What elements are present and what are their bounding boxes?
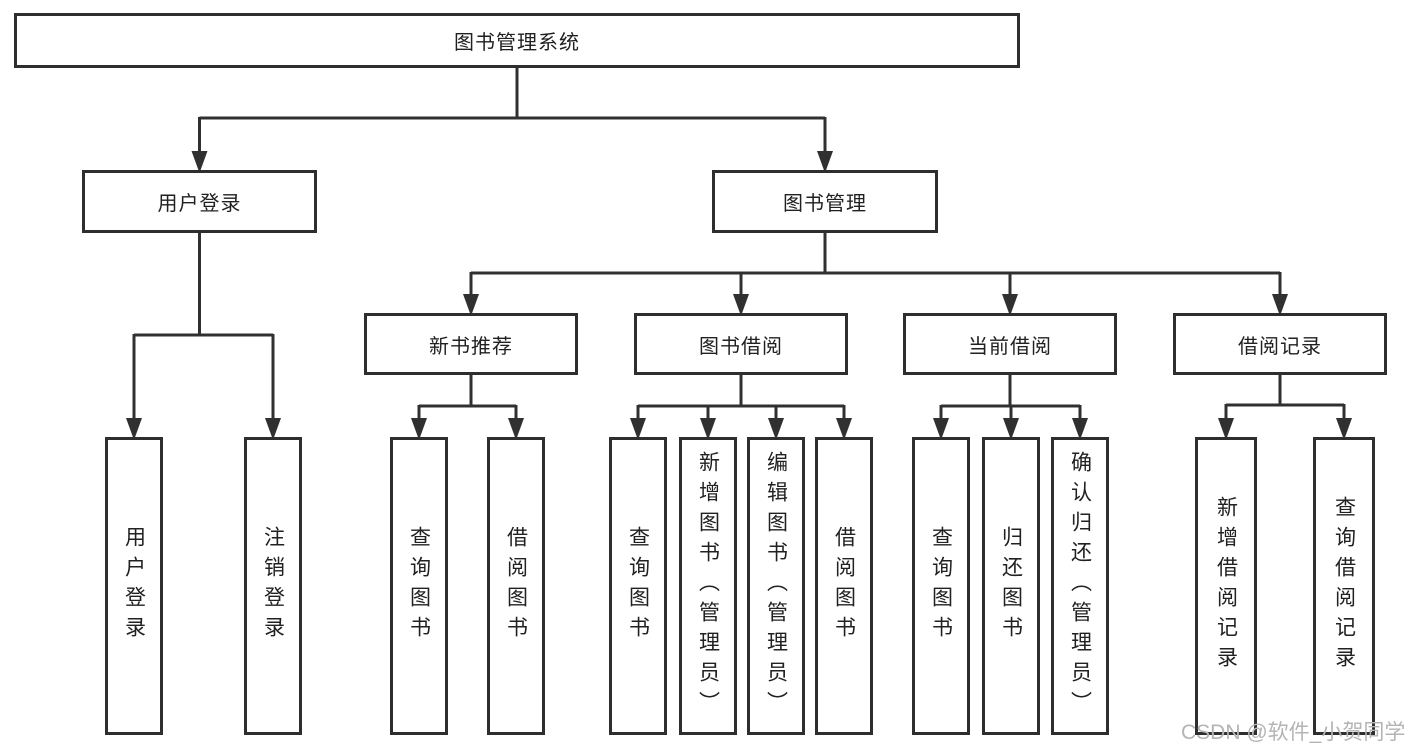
arrowhead-icon	[733, 294, 749, 316]
diagram-node-book-mgmt: 图书管理	[712, 170, 938, 233]
node-label-book-borrow: 图书借阅	[699, 335, 783, 358]
node-label-leaf-bb-borrow: 借阅图书	[832, 526, 856, 646]
arrowhead-icon	[933, 418, 949, 440]
arrowhead-icon	[411, 418, 427, 440]
arrowhead-icon	[700, 418, 716, 440]
arrowhead-icon	[1072, 418, 1088, 440]
diagram-node-leaf-br-query: 查询借阅记录	[1313, 437, 1375, 735]
diagram-node-leaf-cb-return: 归还图书	[982, 437, 1040, 735]
diagram-node-borrow-record: 借阅记录	[1173, 313, 1387, 375]
arrowhead-icon	[265, 418, 281, 440]
node-label-user-login: 用户登录	[157, 193, 242, 215]
diagram-node-leaf-nbr-query: 查询图书	[390, 437, 448, 735]
arrowhead-icon	[836, 418, 852, 440]
diagram-node-new-book-rec: 新书推荐	[364, 313, 578, 375]
node-label-book-mgmt: 图书管理	[783, 193, 867, 215]
arrowhead-icon	[463, 294, 479, 316]
arrowhead-icon	[1218, 418, 1234, 440]
node-label-leaf-br-add: 新增借阅记录	[1214, 496, 1238, 676]
node-label-new-book-rec: 新书推荐	[429, 335, 513, 358]
arrowhead-icon	[817, 151, 833, 173]
node-label-root: 图书管理系统	[454, 32, 580, 54]
node-label-leaf-logout: 注销登录	[261, 526, 285, 646]
node-label-leaf-bb-add: 新增图书（管理员）	[696, 451, 720, 721]
diagram-node-leaf-bb-add: 新增图书（管理员）	[679, 437, 737, 735]
node-label-leaf-bb-query: 查询图书	[626, 526, 650, 646]
node-label-leaf-cb-return: 归还图书	[999, 526, 1023, 646]
diagram-node-leaf-cb-query: 查询图书	[912, 437, 970, 735]
diagram-node-leaf-user-login: 用户登录	[105, 437, 163, 735]
diagram-node-root: 图书管理系统	[14, 13, 1020, 68]
diagram-node-book-borrow: 图书借阅	[634, 313, 848, 375]
node-label-leaf-cb-confirm: 确认归还（管理员）	[1068, 451, 1092, 721]
node-label-leaf-user-login: 用户登录	[122, 526, 146, 646]
diagram-node-current-borrow: 当前借阅	[903, 313, 1117, 375]
diagram-node-leaf-logout: 注销登录	[244, 437, 302, 735]
arrowhead-icon	[508, 418, 524, 440]
diagram-node-leaf-br-add: 新增借阅记录	[1195, 437, 1257, 735]
watermark: CSDN @软件_小贺同学	[1181, 721, 1405, 744]
diagram-node-leaf-cb-confirm: 确认归还（管理员）	[1051, 437, 1109, 735]
arrowhead-icon	[126, 418, 142, 440]
arrowhead-icon	[630, 418, 646, 440]
node-label-leaf-bb-edit: 编辑图书（管理员）	[764, 451, 788, 721]
diagram-node-user-login: 用户登录	[82, 170, 317, 233]
arrowhead-icon	[1002, 294, 1018, 316]
diagram-node-leaf-nbr-borrow: 借阅图书	[487, 437, 545, 735]
arrowhead-icon	[191, 151, 208, 173]
node-label-current-borrow: 当前借阅	[968, 335, 1052, 358]
arrowhead-icon	[768, 418, 784, 440]
diagram-node-leaf-bb-edit: 编辑图书（管理员）	[747, 437, 805, 735]
node-label-leaf-br-query: 查询借阅记录	[1332, 496, 1356, 676]
node-label-leaf-nbr-borrow: 借阅图书	[504, 526, 528, 646]
arrowhead-icon	[1272, 294, 1288, 316]
diagram-node-leaf-bb-borrow: 借阅图书	[815, 437, 873, 735]
arrowhead-icon	[1336, 418, 1352, 440]
node-label-borrow-record: 借阅记录	[1238, 335, 1322, 358]
node-label-leaf-nbr-query: 查询图书	[407, 526, 431, 646]
arrowhead-icon	[1003, 418, 1019, 440]
diagram-node-leaf-bb-query: 查询图书	[609, 437, 667, 735]
node-label-leaf-cb-query: 查询图书	[929, 526, 953, 646]
